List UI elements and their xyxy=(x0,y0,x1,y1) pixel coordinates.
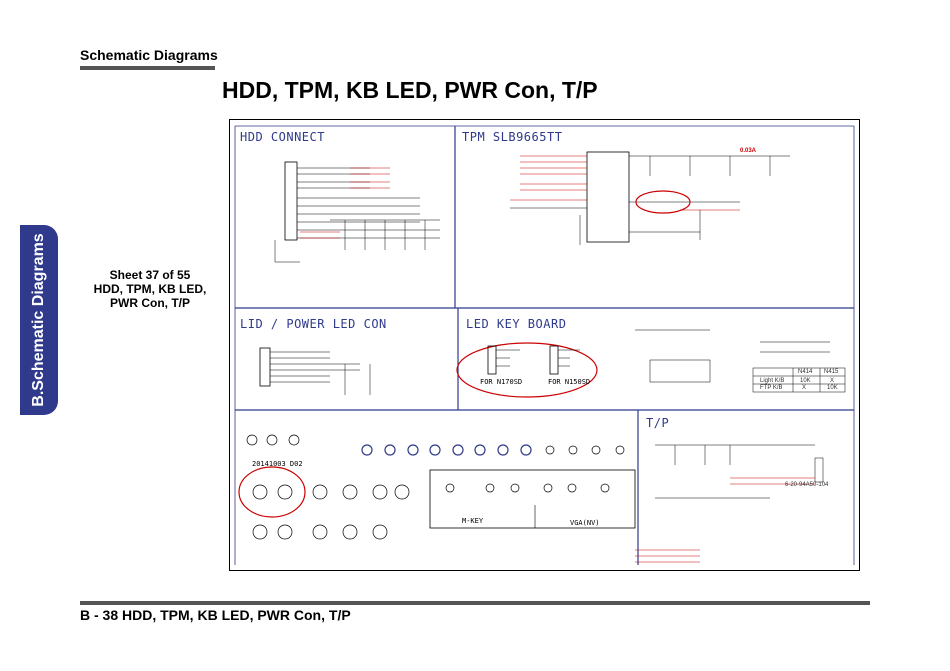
page-title: HDD, TPM, KB LED, PWR Con, T/P xyxy=(222,77,598,103)
section-hdd-connect: HDD CONNECT xyxy=(240,130,325,144)
table-val-4: 10K xyxy=(827,385,838,391)
table-col-1: N414 xyxy=(798,369,813,375)
table-val-1: 10K xyxy=(800,378,811,384)
schematic-svg xyxy=(234,125,855,565)
label-part-number: 6-20-94A50-104 xyxy=(785,482,829,488)
page-footer: B - 38 HDD, TPM, KB LED, PWR Con, T/P xyxy=(80,607,351,623)
sheet-note-line1: Sheet 37 of 55 xyxy=(109,268,191,282)
footer-rule xyxy=(80,601,870,605)
sheet-note-line3: PWR Con, T/P xyxy=(110,296,190,310)
section-header: Schematic Diagrams xyxy=(80,47,218,63)
table-col-2: N415 xyxy=(824,369,839,375)
sheet-note: Sheet 37 of 55 HDD, TPM, KB LED, PWR Con… xyxy=(80,268,220,310)
sidebar-tab: B.Schematic Diagrams xyxy=(20,225,58,415)
label-current: 0.03A xyxy=(740,148,757,154)
table-val-2: X xyxy=(830,378,835,384)
label-date-code: 20141003 D02 xyxy=(252,460,303,468)
schematic-drawing: HDD CONNECT TPM SLB9665TT LID / POWER LE… xyxy=(229,119,860,571)
sheet-note-line2: HDD, TPM, KB LED, xyxy=(93,282,207,296)
section-lid-power-led: LID / POWER LED CON xyxy=(240,317,387,331)
table-light-kb: Light K/B xyxy=(760,378,785,384)
section-tp: T/P xyxy=(646,416,670,430)
section-tpm: TPM SLB9665TT xyxy=(462,130,563,144)
table-val-3: X xyxy=(802,385,807,391)
label-vga-nv: VGA(NV) xyxy=(570,519,600,527)
label-for-n170sd: FOR N170SD xyxy=(480,378,523,386)
header-rule xyxy=(80,66,215,70)
label-m-key: M-KEY xyxy=(462,517,484,525)
sidebar-tab-label: B.Schematic Diagrams xyxy=(30,233,47,407)
section-led-keyboard: LED KEY BOARD xyxy=(466,317,567,331)
table-ftp-kb: FTP K/B xyxy=(760,385,783,391)
label-for-n150sd: FOR N150SD xyxy=(548,378,591,386)
